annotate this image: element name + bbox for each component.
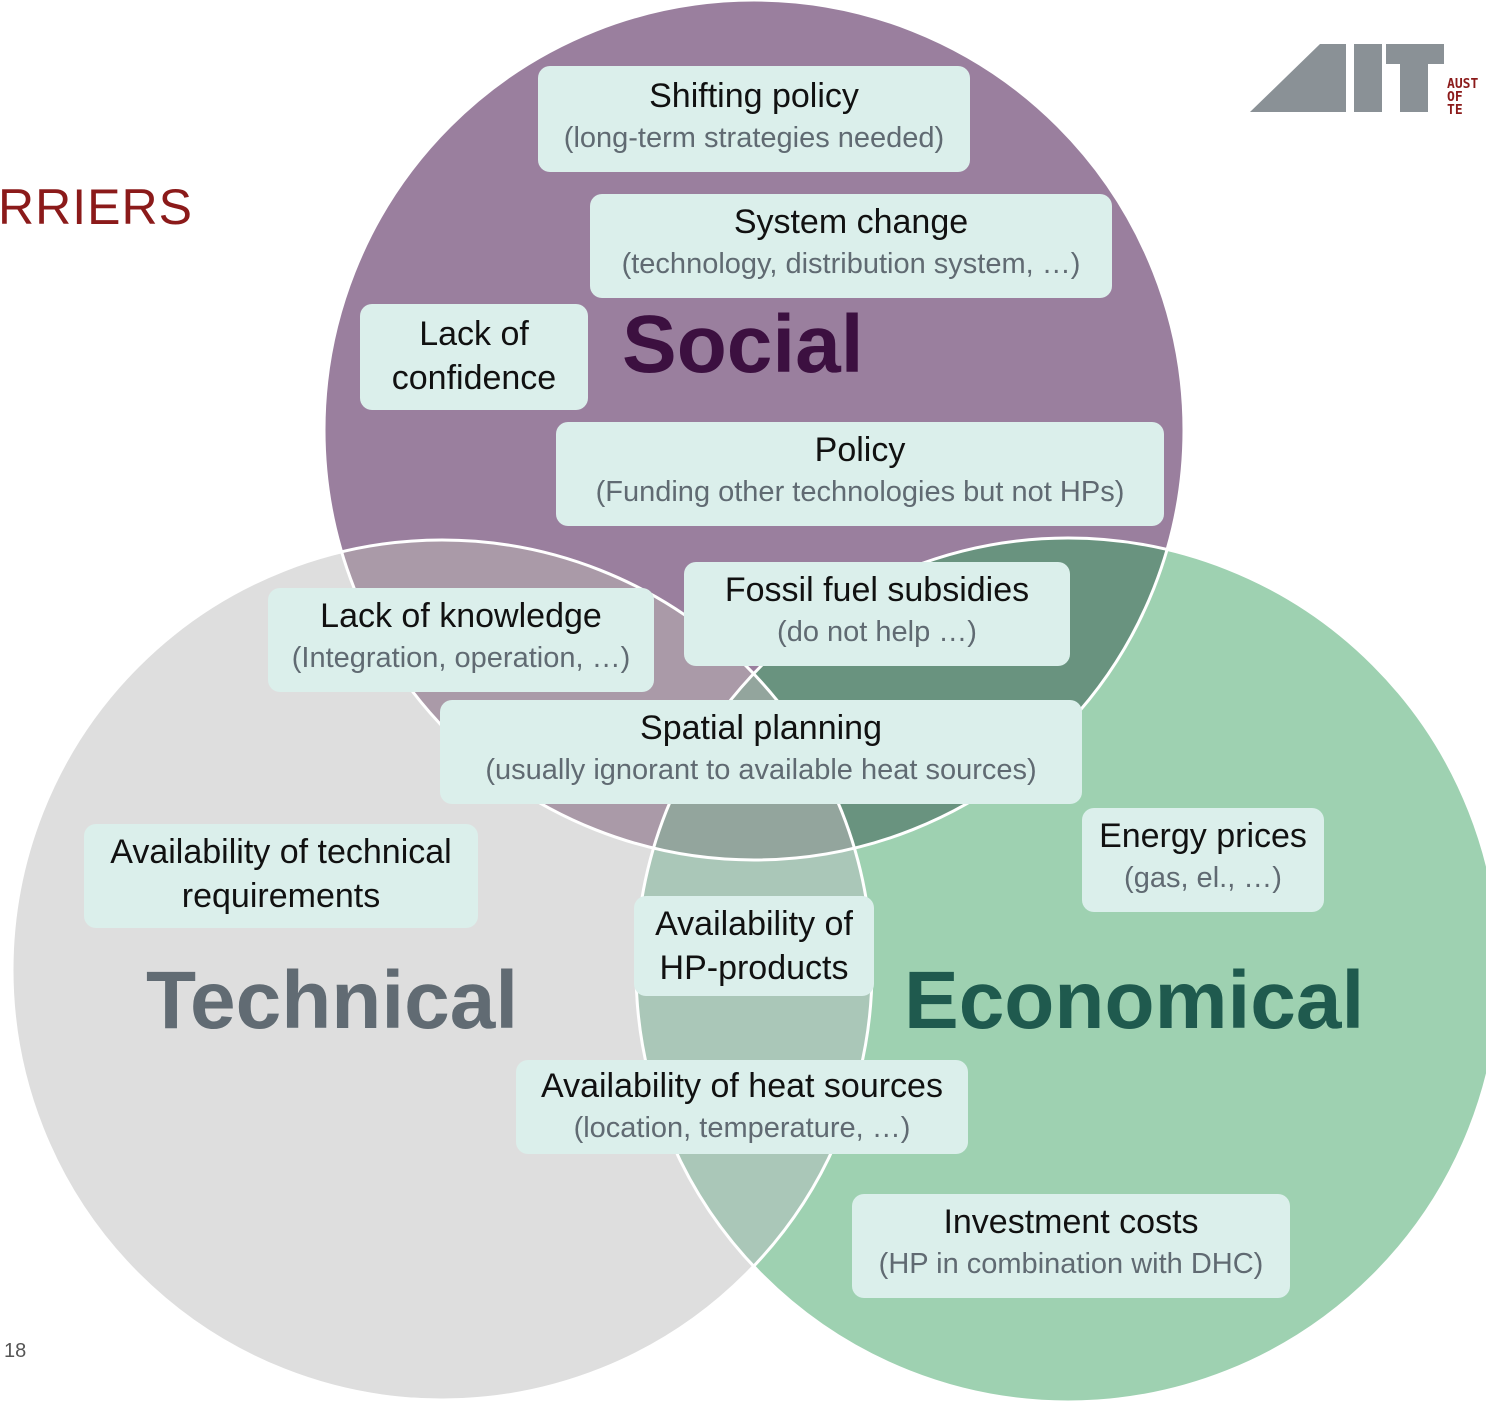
barrier-line2: requirements bbox=[181, 877, 381, 915]
barrier-line2: confidence bbox=[391, 359, 557, 397]
barrier-line1: Lack of bbox=[419, 315, 529, 353]
barrier-system-change: System change (technology, distribution … bbox=[590, 194, 1112, 298]
logo-text-line1: AUST bbox=[1447, 77, 1479, 92]
logo-text: AUST OF TE bbox=[1447, 78, 1486, 117]
logo-text-line2: OF TE bbox=[1447, 90, 1463, 118]
barrier-line1: Availability of bbox=[655, 905, 853, 943]
barrier-availability-heat-sources: Availability of heat sources (location, … bbox=[516, 1060, 968, 1154]
barrier-subtitle: (usually ignorant to available heat sour… bbox=[485, 754, 1037, 786]
barrier-fossil-fuel-subsidies: Fossil fuel subsidies (do not help …) bbox=[684, 562, 1070, 666]
barrier-title: Energy prices bbox=[1099, 817, 1307, 855]
barrier-policy: Policy (Funding other technologies but n… bbox=[556, 422, 1164, 526]
barrier-title: Lack of knowledge bbox=[320, 597, 602, 635]
technical-label: Technical bbox=[146, 955, 519, 1046]
social-label: Social bbox=[622, 299, 864, 390]
barrier-shifting-policy: Shifting policy (long-term strategies ne… bbox=[538, 66, 970, 172]
barrier-lack-of-knowledge: Lack of knowledge (Integration, operatio… bbox=[268, 588, 654, 692]
barrier-availability-technical-requirements: Availability of technical requirements bbox=[84, 824, 478, 928]
barrier-investment-costs: Investment costs (HP in combination with… bbox=[852, 1194, 1290, 1298]
barrier-energy-prices: Energy prices (gas, el., …) bbox=[1082, 808, 1324, 912]
barrier-title: Availability of heat sources bbox=[541, 1067, 943, 1105]
slide-title: RRIERS bbox=[0, 179, 193, 235]
barrier-subtitle: (do not help …) bbox=[777, 616, 977, 648]
barrier-subtitle: (long-term strategies needed) bbox=[563, 122, 945, 154]
barrier-subtitle: (HP in combination with DHC) bbox=[878, 1248, 1264, 1280]
barrier-title: Fossil fuel subsidies bbox=[724, 571, 1030, 609]
barrier-line2: HP-products bbox=[659, 949, 849, 987]
barrier-subtitle: (location, temperature, …) bbox=[573, 1112, 911, 1144]
barrier-title: Spatial planning bbox=[640, 709, 882, 747]
barrier-subtitle: (Funding other technologies but not HPs) bbox=[595, 476, 1125, 508]
barrier-title: Investment costs bbox=[943, 1203, 1199, 1241]
barrier-subtitle: (gas, el., …) bbox=[1124, 862, 1282, 894]
barrier-spatial-planning: Spatial planning (usually ignorant to av… bbox=[440, 700, 1082, 804]
barrier-line1: Availability of technical bbox=[110, 833, 452, 871]
barrier-availability-hp-products: Availability of HP-products bbox=[634, 896, 874, 996]
page-number: 18 bbox=[4, 1340, 27, 1362]
economical-label: Economical bbox=[904, 955, 1365, 1046]
barrier-lack-of-confidence: Lack of confidence bbox=[360, 304, 588, 410]
barrier-title: System change bbox=[733, 203, 969, 241]
barrier-subtitle: (technology, distribution system, …) bbox=[621, 248, 1081, 280]
ait-logo bbox=[1250, 44, 1444, 112]
barrier-title: Policy bbox=[814, 431, 906, 469]
barrier-subtitle: (Integration, operation, …) bbox=[291, 642, 631, 674]
barrier-title: Shifting policy bbox=[649, 77, 859, 115]
